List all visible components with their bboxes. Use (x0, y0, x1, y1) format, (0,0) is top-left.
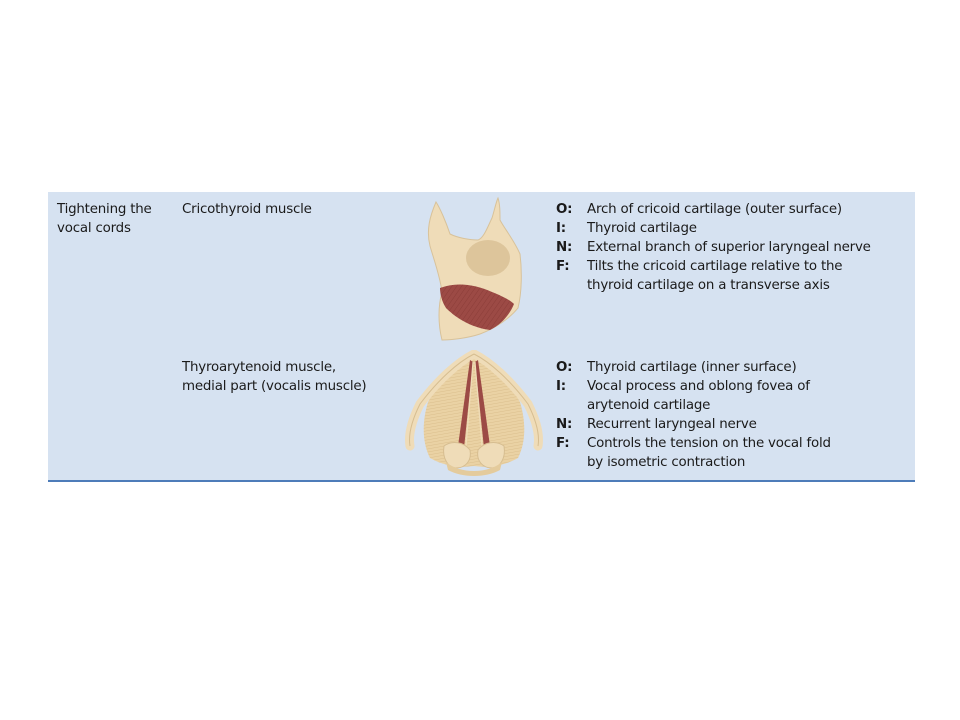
ofni-value: Thyroid cartilage (inner surface) (587, 358, 797, 377)
ofni-nerve-row: N: Recurrent laryngeal nerve (556, 415, 831, 434)
ofni-nerve-row: N: External branch of superior laryngeal… (556, 238, 871, 257)
ofni-insertion-row: I: Thyroid cartilage (556, 219, 871, 238)
ofni-key: F: (556, 436, 570, 451)
cricoid-lamina-shape (446, 462, 502, 476)
vocal-ligament-right (474, 361, 483, 447)
ofni-value-line: External branch of superior laryngeal ne… (587, 240, 871, 255)
ofni-value: Recurrent laryngeal nerve (587, 415, 757, 434)
ofni-value-line: Tilts the cricoid cartilage relative to … (587, 259, 843, 274)
muscle-name-vocalis: Thyroarytenoid muscle, medial part (voca… (182, 358, 367, 396)
vocalis-right-shape (475, 360, 490, 448)
ofni-origin-row: O: Arch of cricoid cartilage (outer surf… (556, 200, 871, 219)
ofni-key: N: (556, 417, 573, 432)
ofni-key: F: (556, 259, 570, 274)
cartilage-shading (466, 240, 510, 276)
muscle-fibers (423, 358, 525, 467)
ofni-value-line: Controls the tension on the vocal fold (587, 436, 831, 451)
ofni-key: O: (556, 202, 573, 217)
muscle-table-panel: Tightening the vocal cords Cricothyroid … (48, 192, 915, 482)
ofni-value-line: Thyroid cartilage (587, 221, 697, 236)
arytenoid-right-shape (477, 442, 505, 469)
ofni-value: Arch of cricoid cartilage (outer surface… (587, 200, 842, 219)
arytenoid-left-shape (443, 442, 471, 469)
ofni-value: Controls the tension on the vocal fold b… (587, 434, 831, 472)
ofni-value-line: Recurrent laryngeal nerve (587, 417, 757, 432)
ofni-key: I: (556, 221, 566, 236)
ofni-insertion-row: I: Vocal process and oblong fovea of ary… (556, 377, 831, 415)
vocalis-left-shape (458, 360, 473, 448)
ofni-value-line: Arch of cricoid cartilage (outer surface… (587, 202, 842, 217)
ofni-list-vocalis: O: Thyroid cartilage (inner surface) I: … (556, 358, 831, 472)
muscle-fibers (440, 284, 514, 330)
ofni-key: I: (556, 379, 566, 394)
ofni-value: Tilts the cricoid cartilage relative to … (587, 257, 843, 295)
ofni-value: Vocal process and oblong fovea of aryten… (587, 377, 810, 415)
ofni-value-line: Thyroid cartilage (inner surface) (587, 360, 797, 375)
ofni-value: Thyroid cartilage (587, 219, 697, 238)
ofni-function-row: F: Tilts the cricoid cartilage relative … (556, 257, 871, 295)
ofni-function-row: F: Controls the tension on the vocal fol… (556, 434, 831, 472)
cricothyroid-illustration (427, 196, 522, 341)
function-label-line: vocal cords (57, 221, 131, 236)
cartilage-outline (409, 353, 475, 447)
muscle-name-line: Cricothyroid muscle (182, 202, 312, 217)
vocalis-illustration (405, 350, 543, 476)
function-label: Tightening the vocal cords (57, 200, 152, 238)
ofni-list-cricothyroid: O: Arch of cricoid cartilage (outer surf… (556, 200, 871, 295)
muscle-name-cricothyroid: Cricothyroid muscle (182, 200, 312, 219)
ofni-value-line: arytenoid cartilage (587, 398, 711, 413)
cartilage-outline (473, 353, 539, 447)
ofni-value-line: thyroid cartilage on a transverse axis (587, 278, 830, 293)
function-label-line: Tightening the (57, 202, 152, 217)
ofni-value-line: Vocal process and oblong fovea of (587, 379, 810, 394)
ofni-value-line: by isometric contraction (587, 455, 746, 470)
ofni-value: External branch of superior laryngeal ne… (587, 238, 871, 257)
vocal-ligament-left (465, 361, 474, 447)
muscle-name-line: medial part (vocalis muscle) (182, 379, 367, 394)
ofni-key: N: (556, 240, 573, 255)
ofni-key: O: (556, 360, 573, 375)
ofni-origin-row: O: Thyroid cartilage (inner surface) (556, 358, 831, 377)
muscle-name-line: Thyroarytenoid muscle, (182, 360, 336, 375)
